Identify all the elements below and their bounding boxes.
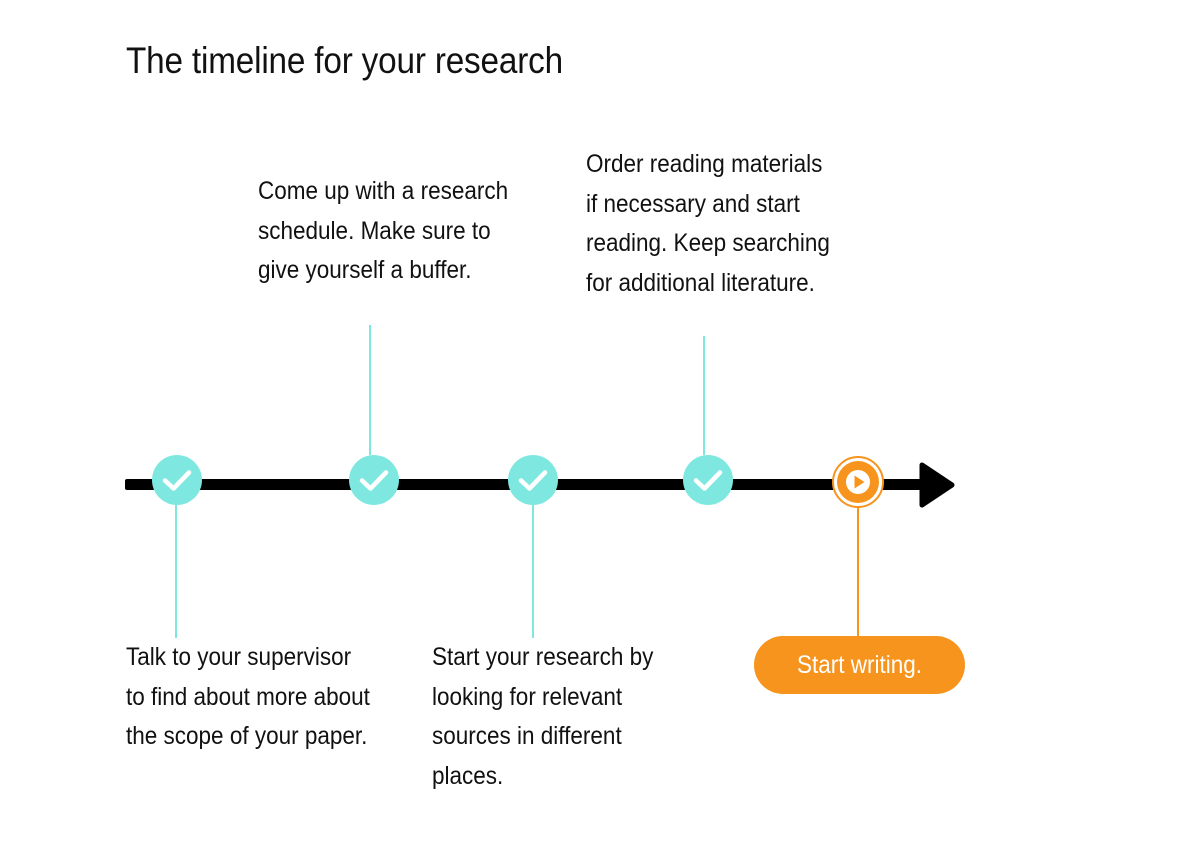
milestone-3-line-4: places.: [432, 761, 504, 790]
milestone-1-line-3: the scope of your paper.: [126, 722, 368, 750]
milestone-5-marker: [837, 461, 879, 503]
milestone-3-line-1: Start your research by: [432, 643, 654, 671]
milestone-2-line-2: schedule. Make sure to: [258, 216, 491, 245]
milestone-2-marker: [349, 455, 399, 505]
milestone-3-line-2: looking for relevant: [432, 682, 623, 711]
milestone-3-description: Start your research by looking for relev…: [432, 638, 653, 796]
check-icon: [518, 470, 548, 491]
check-icon: [162, 470, 192, 491]
milestone-2-connector: [369, 325, 371, 455]
milestone-4-description: Order reading materials if necessary and…: [586, 145, 830, 303]
milestone-2-description: Come up with a research schedule. Make s…: [258, 172, 508, 291]
milestone-4-marker: [683, 455, 733, 505]
milestone-3-line-3: sources in different: [432, 722, 622, 750]
check-icon: [359, 470, 389, 491]
milestone-4-line-1: Order reading materials: [586, 150, 823, 178]
milestone-4-line-4: for additional literature.: [586, 268, 815, 297]
start-writing-badge: Start writing.: [754, 636, 965, 694]
milestone-1-line-1: Talk to your supervisor: [126, 643, 352, 671]
milestone-4-line-3: reading. Keep searching: [586, 229, 830, 257]
milestone-1-line-2: to find about more about: [126, 682, 370, 711]
milestone-2-line-1: Come up with a research: [258, 177, 509, 205]
milestone-2-line-3: give yourself a buffer.: [258, 256, 472, 284]
page-title: The timeline for your research: [126, 40, 563, 81]
start-writing-label: Start writing.: [796, 650, 923, 679]
milestone-4-connector: [703, 336, 705, 455]
play-icon: [846, 470, 870, 494]
milestone-1-connector: [175, 505, 177, 638]
arrow-head-icon: [919, 462, 955, 508]
milestone-1-marker: [152, 455, 202, 505]
check-icon: [693, 470, 723, 491]
milestone-3-connector: [532, 505, 534, 638]
milestone-3-marker: [508, 455, 558, 505]
milestone-4-line-2: if necessary and start: [586, 189, 800, 218]
milestone-5-connector: [857, 507, 859, 637]
milestone-1-description: Talk to your supervisor to find about mo…: [126, 638, 370, 757]
